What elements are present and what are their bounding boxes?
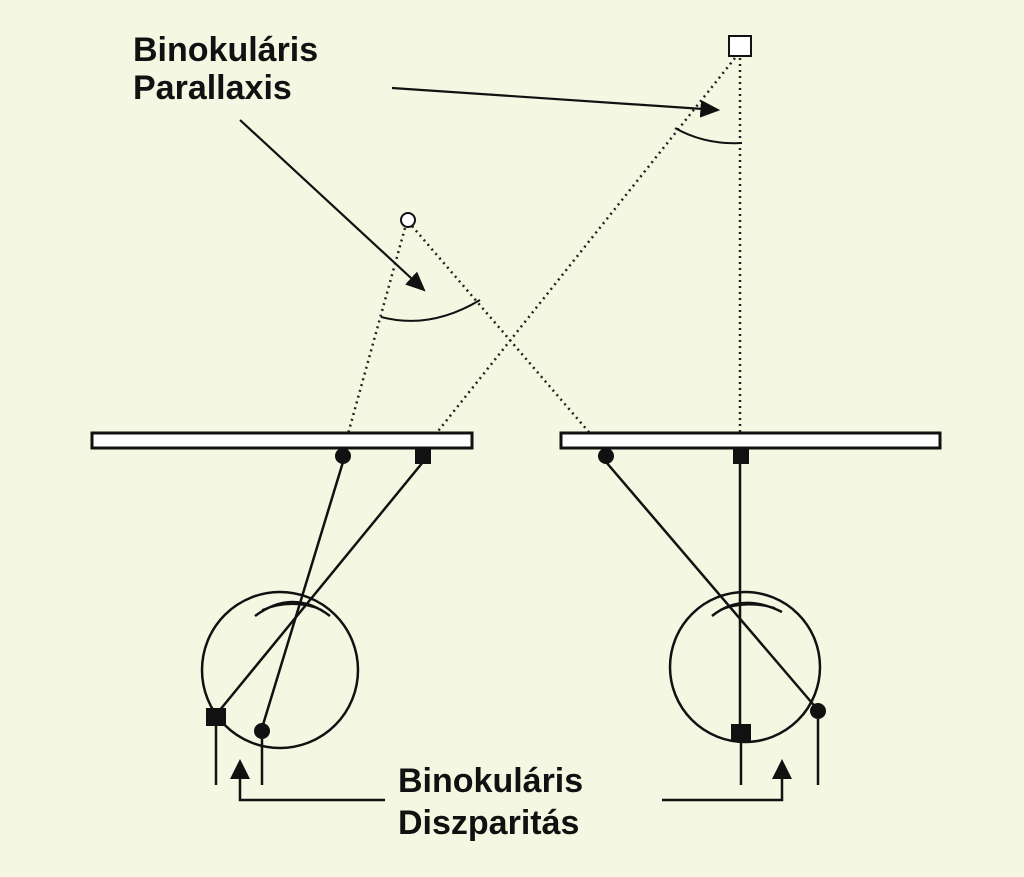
left-retina-circle-marker (254, 723, 270, 739)
disparity-label-line2: Diszparitás (398, 804, 579, 842)
parallax-far-pointer-arrow (391, 86, 721, 118)
parallax-label-line2: Parallaxis (133, 69, 292, 107)
disparity-bracket-left (230, 759, 385, 802)
near-parallax-arc (380, 299, 481, 322)
near-object-circle (400, 212, 416, 228)
disparity-label-line1: Binokuláris (398, 762, 583, 800)
parallax-label-line1: Binokuláris (133, 31, 318, 69)
right-plate-square-marker (733, 448, 749, 464)
right-image-plane (559, 431, 942, 450)
left-image-plane (90, 431, 474, 450)
left-eye (200, 590, 360, 750)
left-plate-circle-marker (335, 448, 351, 464)
parallax-near-pointer-arrow (239, 119, 426, 292)
right-eye (668, 590, 822, 744)
far-object-square (728, 35, 752, 57)
dotted-sight-lines (341, 57, 742, 453)
right-retina-square-marker (731, 724, 751, 742)
right-retina-circle-marker (810, 703, 826, 719)
left-retina-square-marker (206, 708, 226, 726)
left-plate-square-marker (415, 448, 431, 464)
far-parallax-arc (674, 127, 743, 145)
disparity-bracket-right (662, 759, 792, 802)
retinal-stems (214, 719, 820, 785)
right-plate-circle-marker (598, 448, 614, 464)
